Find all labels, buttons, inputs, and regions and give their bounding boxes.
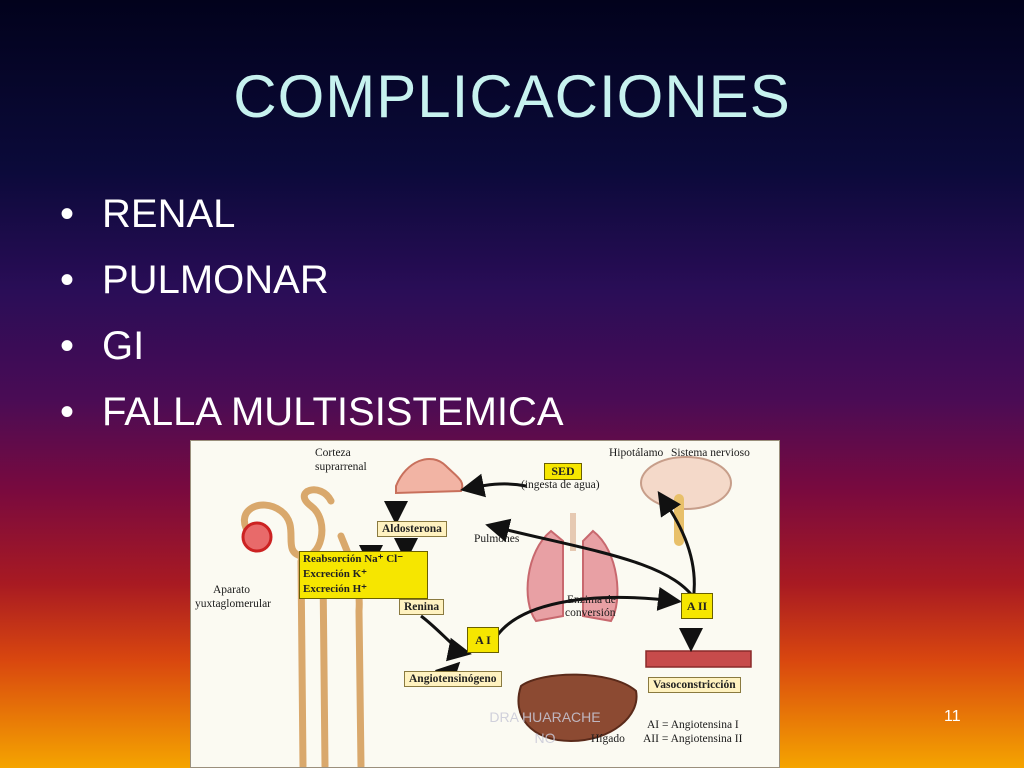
bullet-renal: RENAL xyxy=(60,188,564,254)
box-reabsorcion-excrecion: Reabsorción Na⁺ Cl⁻ Excreción K⁺ Excreci… xyxy=(299,551,428,599)
label-suprarrenal: suprarrenal xyxy=(315,461,367,473)
raas-diagram: Corteza suprarrenal Hipotálamo Sistema n… xyxy=(190,440,780,768)
legend-a1: AI = Angiotensina I xyxy=(647,719,739,731)
label-yuxtaglomerular: yuxtaglomerular xyxy=(195,598,272,610)
label-enzima: Enzima de xyxy=(567,594,616,606)
label-pulmones: Pulmones xyxy=(474,533,520,545)
text-reabsorcion: Reabsorción Na⁺ Cl⁻ xyxy=(303,553,404,565)
label-aparato: Aparato xyxy=(213,584,251,596)
bullet-gi: GI xyxy=(60,320,564,386)
slide-title: COMPLICACIONES xyxy=(233,63,791,130)
brain-shape xyxy=(640,456,732,510)
footer-author: DRA HUARACHE NO xyxy=(440,707,650,749)
liver-shape xyxy=(517,673,638,743)
box-sed: SED xyxy=(544,463,582,480)
footer-line-1: DRA HUARACHE xyxy=(489,709,601,725)
label-ingesta: (ingesta de agua) xyxy=(521,479,600,491)
label-higado: Hígado xyxy=(591,733,625,745)
label-sistema-nervioso: Sistema nervioso xyxy=(671,447,750,459)
legend-a2: AII = Angiotensina II xyxy=(643,733,743,745)
page-number: 11 xyxy=(944,708,961,725)
glomerulus xyxy=(241,521,273,553)
box-a2: A II xyxy=(681,593,713,619)
bullet-list: RENAL PULMONAR GI FALLA MULTISISTEMICA xyxy=(60,188,564,452)
box-aldosterona: Aldosterona xyxy=(377,521,447,537)
bullet-falla-multisistemica: FALLA MULTISISTEMICA xyxy=(60,386,564,452)
bullet-pulmonar: PULMONAR xyxy=(60,254,564,320)
footer-line-2: NO xyxy=(534,730,556,746)
text-excrecion-h: Excreción H⁺ xyxy=(303,583,367,595)
label-corteza: Corteza xyxy=(315,447,351,459)
box-angiotensinogeno: Angiotensinógeno xyxy=(404,671,502,687)
box-vasoconstriccion: Vasoconstricción xyxy=(648,677,741,693)
box-a1: A I xyxy=(467,627,499,653)
pathway-arrows xyxy=(359,473,703,688)
label-hipotalamo: Hipotálamo xyxy=(609,447,664,459)
text-excrecion-k: Excreción K⁺ xyxy=(303,568,367,580)
blood-vessel-shape xyxy=(645,650,752,668)
adrenal-cortex-shape xyxy=(395,457,464,495)
label-conversion: conversión xyxy=(565,607,616,619)
box-renina: Renina xyxy=(399,599,445,615)
